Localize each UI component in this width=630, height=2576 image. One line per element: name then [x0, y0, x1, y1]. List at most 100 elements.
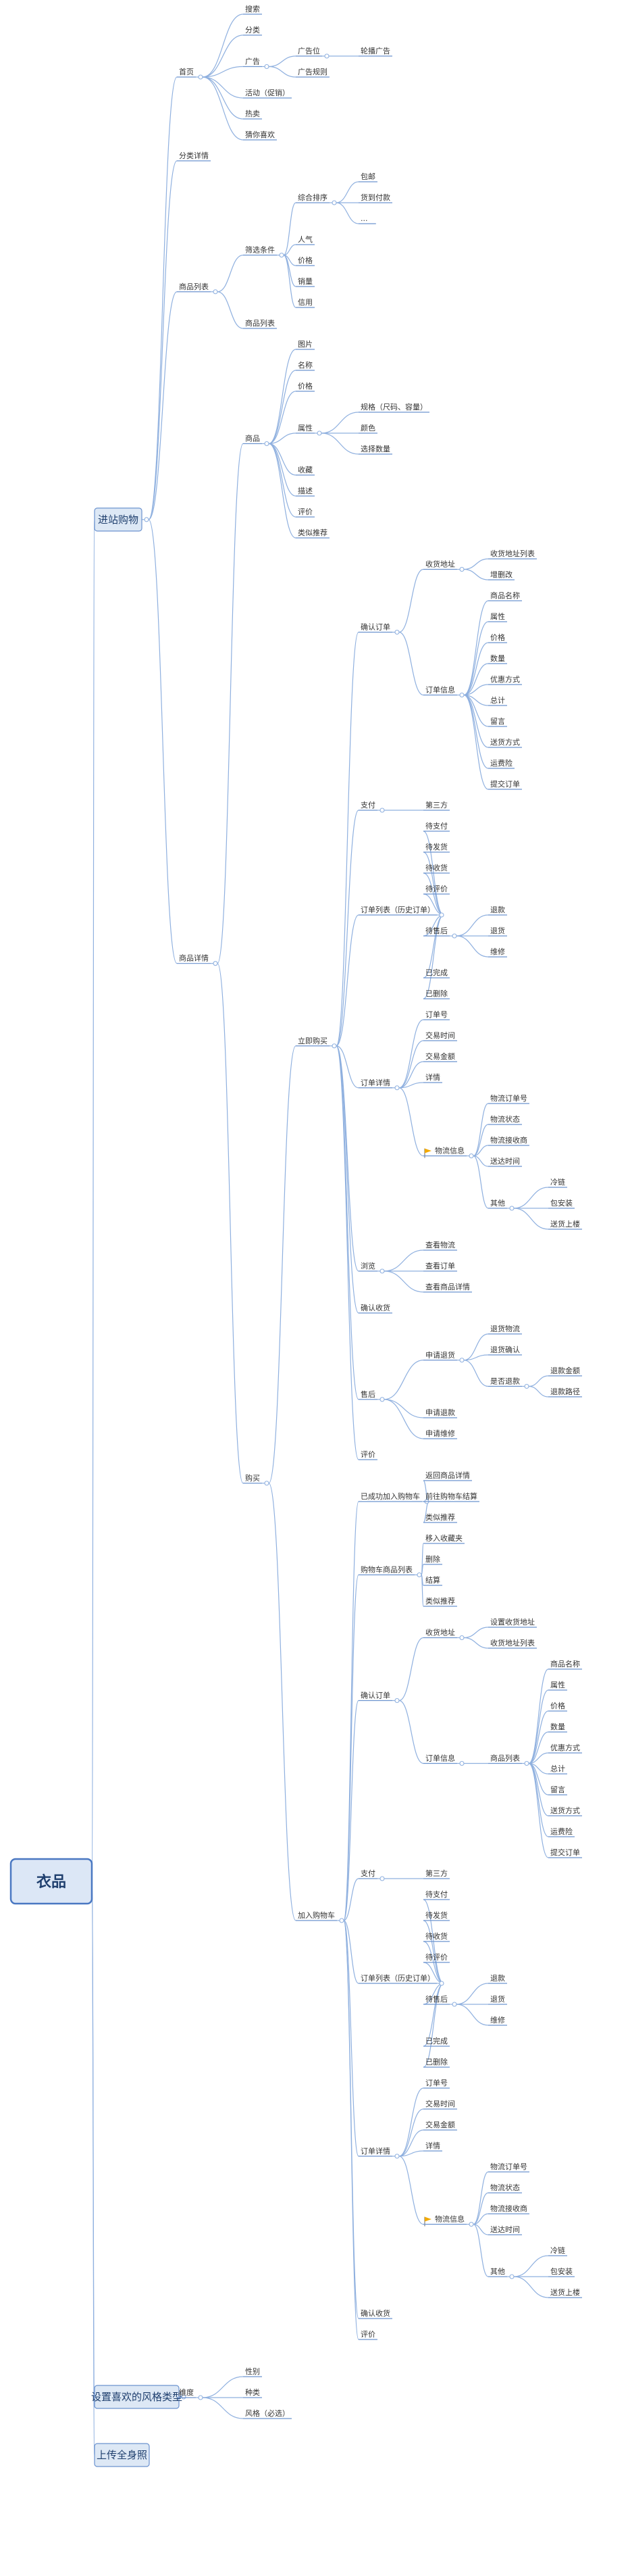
mindmap-node[interactable]: 其他	[488, 2267, 507, 2277]
collapse-toggle-icon[interactable]	[213, 289, 218, 295]
mindmap-node[interactable]: 退款	[488, 1973, 507, 1984]
mindmap-node[interactable]: 售后	[359, 1389, 377, 1400]
collapse-toggle-icon[interactable]	[459, 1760, 465, 1766]
mindmap-node[interactable]: 属性	[296, 423, 315, 434]
collapse-toggle-icon[interactable]	[264, 64, 269, 70]
mindmap-node[interactable]: 查看商品详情	[423, 1282, 472, 1293]
mindmap-node[interactable]: 物流信息	[423, 2214, 467, 2227]
collapse-toggle-icon[interactable]	[379, 1397, 385, 1402]
mindmap-node[interactable]: 价格	[488, 633, 507, 643]
mindmap-node[interactable]: 维修	[488, 2015, 507, 2026]
mindmap-node[interactable]: 送货方式	[548, 1806, 582, 1816]
mindmap-node[interactable]: 分类	[243, 25, 262, 36]
mindmap-node[interactable]: 订单列表（历史订单）	[359, 905, 437, 916]
mindmap-node[interactable]: 收货地址列表	[488, 549, 537, 560]
mindmap-node[interactable]: 退货物流	[488, 1324, 522, 1335]
mindmap-node[interactable]: 返回商品详情	[423, 1470, 472, 1481]
mindmap-node[interactable]: 支付	[359, 801, 377, 811]
mindmap-node[interactable]: 浏览	[359, 1261, 377, 1272]
mindmap-node[interactable]: 轮播广告	[359, 46, 392, 57]
mindmap-node[interactable]: 收藏	[296, 465, 315, 476]
mindmap-node[interactable]: 订单号	[423, 2079, 450, 2089]
mindmap-node[interactable]: 确认订单	[359, 623, 392, 633]
mindmap-node[interactable]: 待发货	[423, 842, 450, 853]
mindmap-node[interactable]: 首页	[177, 67, 196, 78]
mindmap-node[interactable]: 运费险	[548, 1827, 575, 1837]
collapse-toggle-icon[interactable]	[509, 1206, 515, 1211]
collapse-toggle-icon[interactable]	[417, 1572, 422, 1578]
mindmap-node[interactable]: 待收货	[423, 1931, 450, 1942]
mindmap-node[interactable]: 结算	[423, 1575, 442, 1586]
collapse-toggle-icon[interactable]	[439, 1981, 444, 1986]
mindmap-node[interactable]: 类似推荐	[296, 528, 330, 539]
mindmap-node[interactable]: 包安装	[548, 2267, 575, 2277]
mindmap-node[interactable]: 立即购买	[296, 1036, 330, 1047]
mindmap-node[interactable]: 类似推荐	[423, 1512, 457, 1523]
mindmap-node[interactable]: 退款路径	[548, 1387, 582, 1397]
mindmap-node[interactable]: 确认收货	[359, 1303, 392, 1314]
collapse-toggle-icon[interactable]	[509, 2274, 515, 2279]
mindmap-node[interactable]: 属性	[488, 612, 507, 622]
collapse-toggle-icon[interactable]	[524, 1383, 529, 1389]
mindmap-node[interactable]: 描述	[296, 486, 315, 497]
mindmap-node[interactable]: 确认收货	[359, 2308, 392, 2319]
collapse-toggle-icon[interactable]	[379, 1876, 385, 1881]
mindmap-node[interactable]: 维修	[488, 947, 507, 958]
mindmap-node[interactable]: 前往购物车结算	[423, 1491, 479, 1502]
mindmap-node[interactable]: 送货上楼	[548, 2287, 582, 2298]
mindmap-node[interactable]: 商品名称	[548, 1659, 582, 1670]
collapse-toggle-icon[interactable]	[317, 430, 322, 436]
mindmap-node[interactable]: 上传全身照	[94, 2443, 150, 2467]
collapse-toggle-icon[interactable]	[264, 441, 269, 447]
collapse-toggle-icon[interactable]	[394, 2154, 400, 2159]
collapse-toggle-icon[interactable]	[452, 2002, 457, 2007]
mindmap-node[interactable]: 图片	[296, 340, 315, 350]
mindmap-node[interactable]: 冷链	[548, 1177, 567, 1188]
mindmap-node[interactable]: 包邮	[359, 172, 377, 182]
mindmap-node[interactable]: 分类详情	[177, 151, 211, 162]
mindmap-node[interactable]: 商品详情	[177, 953, 211, 964]
collapse-toggle-icon[interactable]	[394, 1698, 400, 1704]
mindmap-node[interactable]: 交易金额	[423, 1051, 457, 1062]
mindmap-node[interactable]: 待售后	[423, 1994, 450, 2005]
mindmap-node[interactable]: 待评价	[423, 1952, 450, 1963]
collapse-toggle-icon[interactable]	[379, 1268, 385, 1274]
mindmap-node[interactable]: 广告	[243, 57, 262, 68]
mindmap-node[interactable]: 收货地址列表	[488, 1638, 537, 1649]
mindmap-node[interactable]: 待售后	[423, 926, 450, 937]
mindmap-node[interactable]: 购买	[243, 1473, 262, 1484]
mindmap-node[interactable]: 订单信息	[423, 685, 457, 696]
mindmap-node[interactable]: 商品列表	[488, 1754, 522, 1764]
mindmap-node[interactable]: 设置喜欢的风格类型	[91, 2385, 182, 2409]
mindmap-node[interactable]: 已删除	[423, 989, 450, 999]
mindmap-node[interactable]: 商品	[243, 434, 262, 445]
mindmap-node[interactable]: 类似推荐	[423, 1596, 457, 1607]
mindmap-node[interactable]: 购物车商品列表	[359, 1565, 415, 1576]
mindmap-node[interactable]: 商品名称	[488, 591, 522, 601]
mindmap-node[interactable]: 筛选条件	[243, 245, 277, 256]
collapse-toggle-icon[interactable]	[379, 808, 385, 813]
mindmap-node[interactable]: 确认订单	[359, 1691, 392, 1702]
mindmap-node[interactable]: 物流接收商	[488, 2204, 529, 2214]
mindmap-node[interactable]: 搜索	[243, 4, 262, 15]
mindmap-node[interactable]: 订单详情	[359, 1078, 392, 1089]
mindmap-node[interactable]: 货到付款	[359, 193, 392, 203]
mindmap-node[interactable]: 加入购物车	[296, 1910, 337, 1921]
mindmap-node[interactable]: 性别	[243, 2367, 262, 2377]
mindmap-node[interactable]: 订单号	[423, 1010, 450, 1020]
mindmap-node[interactable]: 留言	[488, 717, 507, 727]
mindmap-node[interactable]: 查看物流	[423, 1240, 457, 1251]
mindmap-node[interactable]: 物流订单号	[488, 2162, 529, 2173]
mindmap-node[interactable]: 支付	[359, 1869, 377, 1879]
mindmap-node[interactable]: 人气	[296, 234, 315, 245]
mindmap-node[interactable]: 价格	[548, 1701, 567, 1712]
collapse-toggle-icon[interactable]	[213, 961, 218, 966]
mindmap-node[interactable]: 待支付	[423, 1889, 450, 1900]
mindmap-node[interactable]: 优惠方式	[548, 1743, 582, 1754]
mindmap-node[interactable]: 设置收货地址	[488, 1617, 537, 1628]
collapse-toggle-icon[interactable]	[459, 566, 465, 572]
mindmap-node[interactable]: 数量	[548, 1723, 567, 1733]
mindmap-node[interactable]: 评价	[359, 1450, 377, 1460]
mindmap-node[interactable]: 信用	[296, 298, 315, 308]
mindmap-node[interactable]: 商品列表	[177, 282, 211, 293]
